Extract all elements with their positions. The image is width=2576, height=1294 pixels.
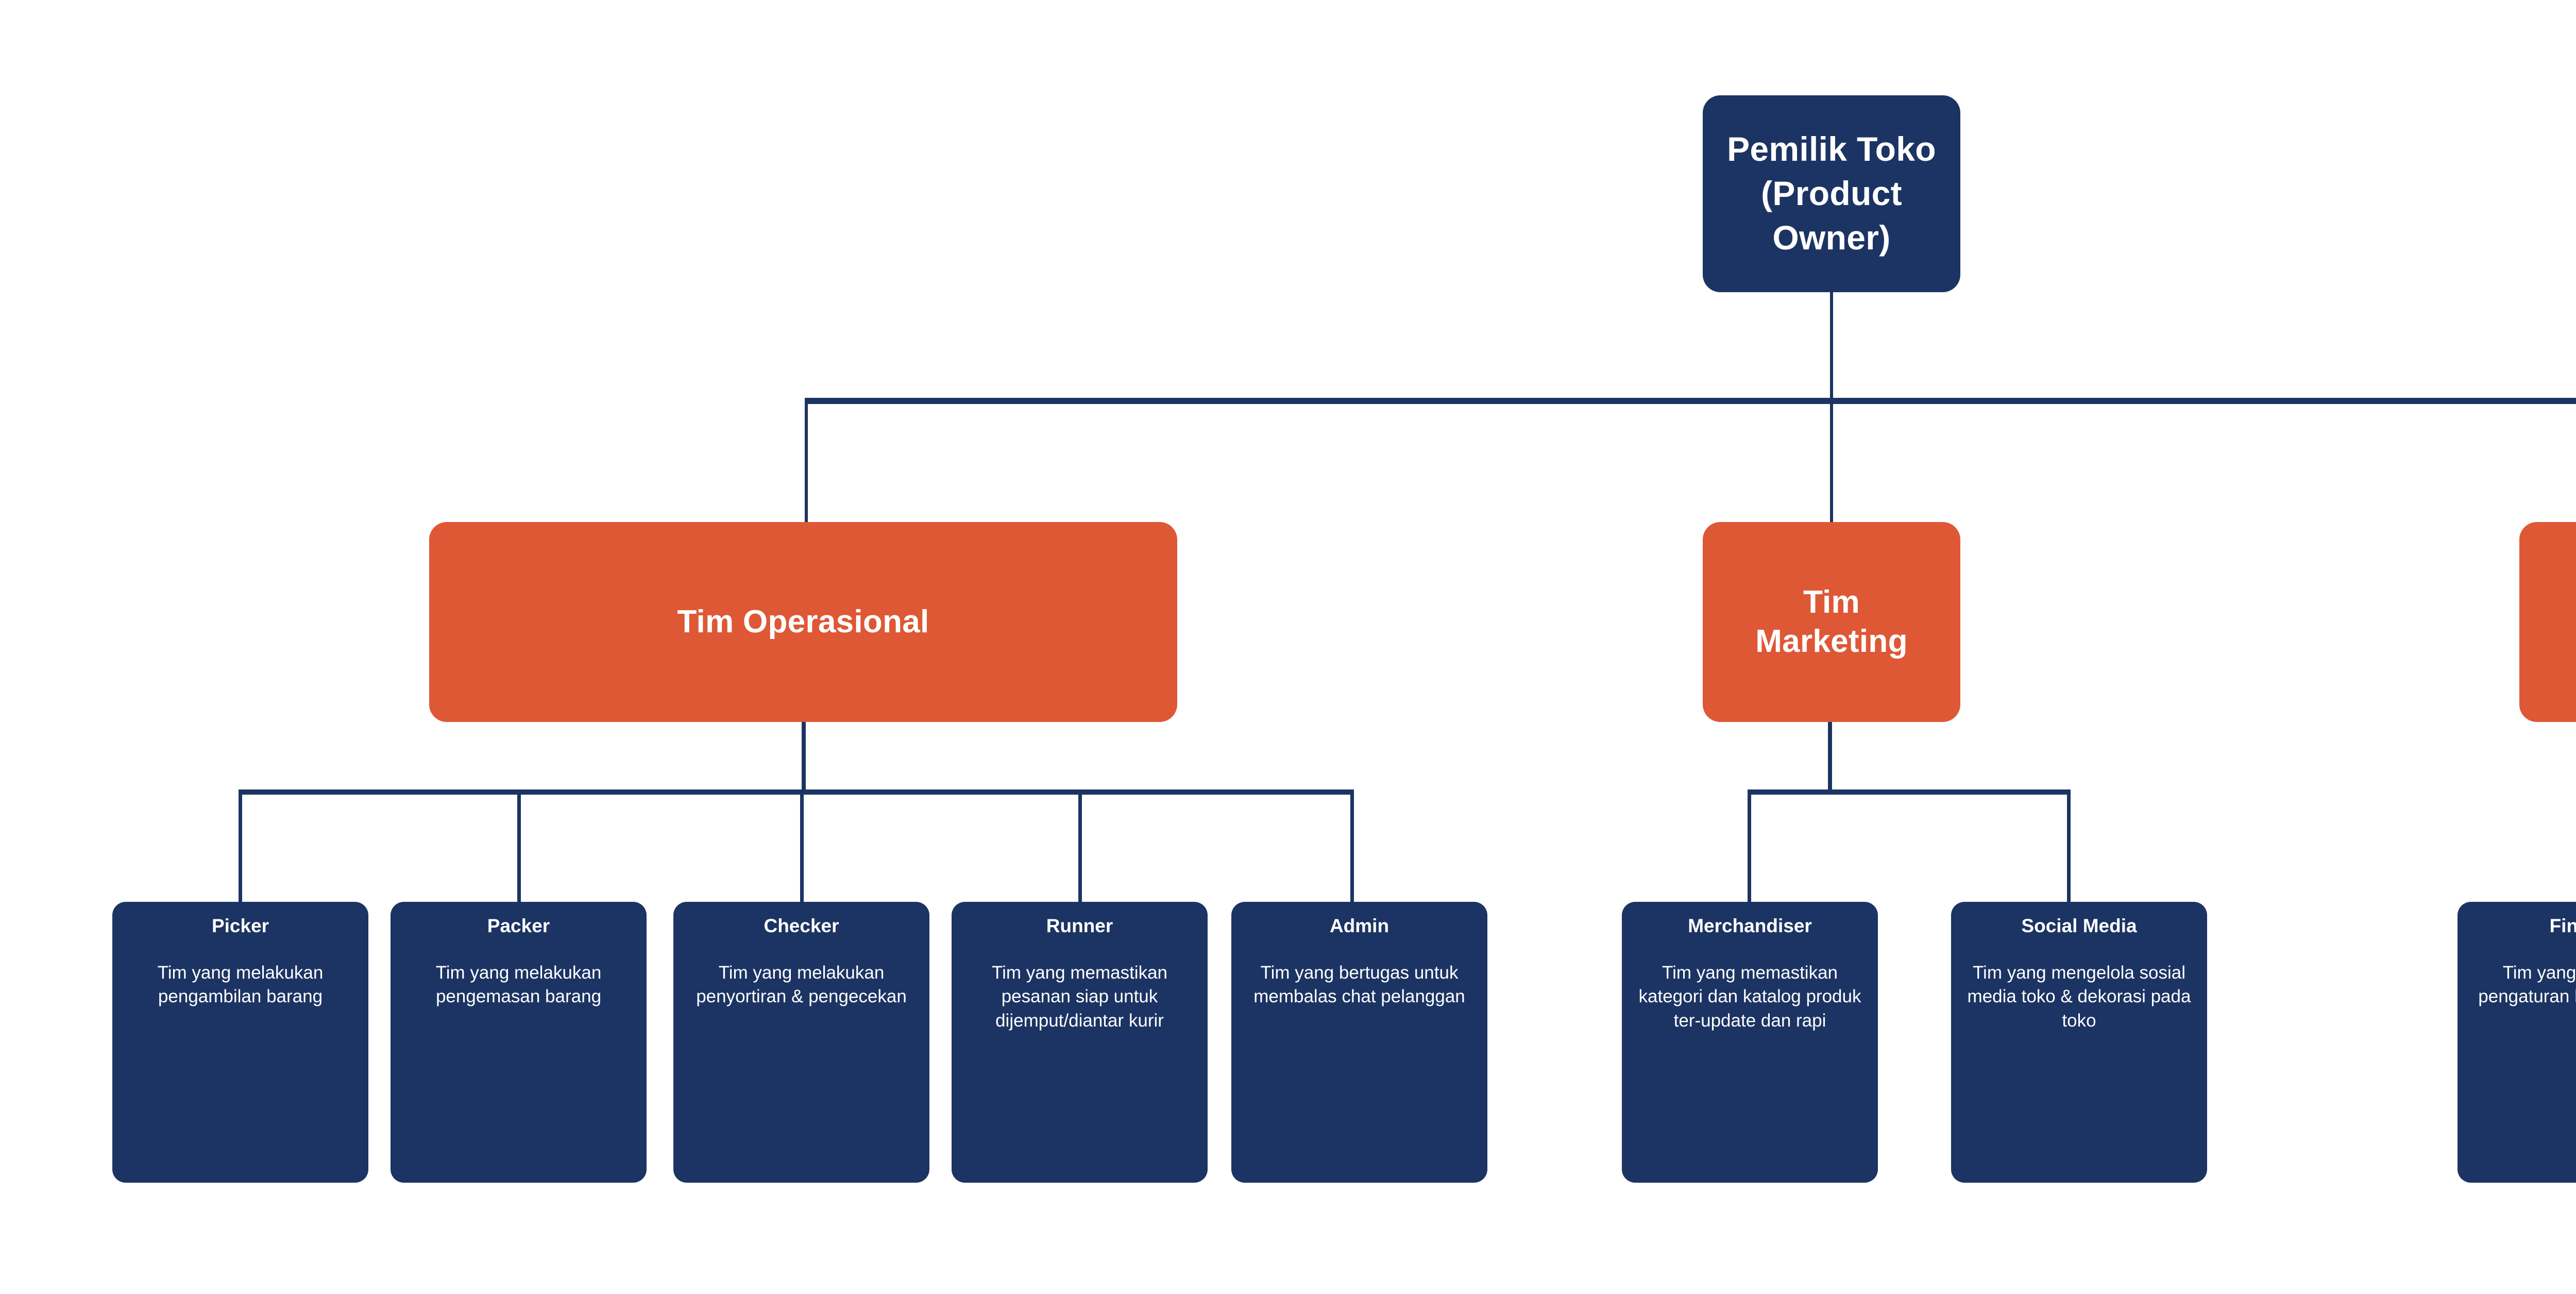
node-role-checker[interactable]: Checker Tim yang melakukan penyortiran &… [673, 902, 929, 1183]
role-description: Tim yang memastikan pesanan siap untuk d… [991, 962, 1168, 1031]
role-description: Tim yang mengelola sosial media toko & d… [1967, 962, 2191, 1031]
node-tim-marketing[interactable]: Tim Marketing [1703, 522, 1960, 722]
connector-marketing-stem [1828, 721, 1832, 794]
connector-operasional-stem [802, 721, 806, 794]
node-role-runner[interactable]: Runner Tim yang memastikan pesanan siap … [952, 902, 1208, 1183]
node-tim-bisnis[interactable]: Tim Bisnis [2519, 522, 2576, 722]
role-name: Merchandiser [1688, 915, 1812, 936]
role-description: Tim yang memastikan kategori dan katalog… [1638, 962, 1861, 1031]
root-title-line2: (Product Owner) [1761, 174, 1902, 257]
connector-drop-operasional [805, 401, 808, 525]
role-name: Runner [1046, 915, 1113, 936]
node-tim-operasional[interactable]: Tim Operasional [429, 522, 1177, 722]
role-description: Tim yang melakukan penyortiran & pengece… [696, 962, 907, 1007]
node-role-admin[interactable]: Admin Tim yang bertugas untuk membalas c… [1231, 902, 1487, 1183]
role-name: Finance [2549, 915, 2576, 936]
connector-drop-admin [1350, 793, 1354, 903]
connector-drop-packer [517, 793, 521, 903]
connector-drop-merchandiser [1748, 793, 1751, 903]
connector-drop-marketing [1830, 401, 1833, 525]
root-title-line1: Pemilik Toko [1727, 130, 1936, 169]
role-name: Admin [1329, 915, 1389, 936]
node-role-picker[interactable]: Picker Tim yang melakukan pengambilan ba… [112, 902, 368, 1183]
role-name: Picker [211, 915, 269, 936]
connector-drop-runner [1078, 793, 1082, 903]
connector-drop-checker [800, 793, 804, 903]
node-role-finance[interactable]: Finance Tim yang melakukan pengaturan ke… [2458, 902, 2576, 1183]
node-role-social-media[interactable]: Social Media Tim yang mengelola sosial m… [1951, 902, 2207, 1183]
role-name: Checker [764, 915, 839, 936]
role-description: Tim yang melakukan pengaturan keuangan t… [2478, 962, 2576, 1007]
connector-marketing-bus [1748, 789, 2071, 795]
node-role-packer[interactable]: Packer Tim yang melakukan pengemasan bar… [391, 902, 647, 1183]
team-title-line2: Marketing [1755, 624, 1908, 659]
node-product-owner[interactable]: Pemilik Toko (Product Owner) [1703, 95, 1960, 292]
connector-drop-social-media [2067, 793, 2071, 903]
role-description: Tim yang melakukan pengambilan barang [157, 962, 324, 1007]
role-description: Tim yang melakukan pengemasan barang [435, 962, 602, 1007]
role-name: Packer [487, 915, 550, 936]
connector-top-bus [805, 398, 2576, 404]
connector-drop-picker [239, 793, 242, 903]
connector-root-stem [1830, 291, 1833, 401]
node-role-merchandiser[interactable]: Merchandiser Tim yang memastikan kategor… [1622, 902, 1878, 1183]
connector-operasional-bus [239, 789, 1354, 795]
role-description: Tim yang bertugas untuk membalas chat pe… [1253, 962, 1465, 1007]
team-title-line1: Tim [1803, 584, 1860, 620]
team-title-line1: Tim Operasional [677, 604, 929, 640]
role-name: Social Media [2021, 915, 2137, 936]
